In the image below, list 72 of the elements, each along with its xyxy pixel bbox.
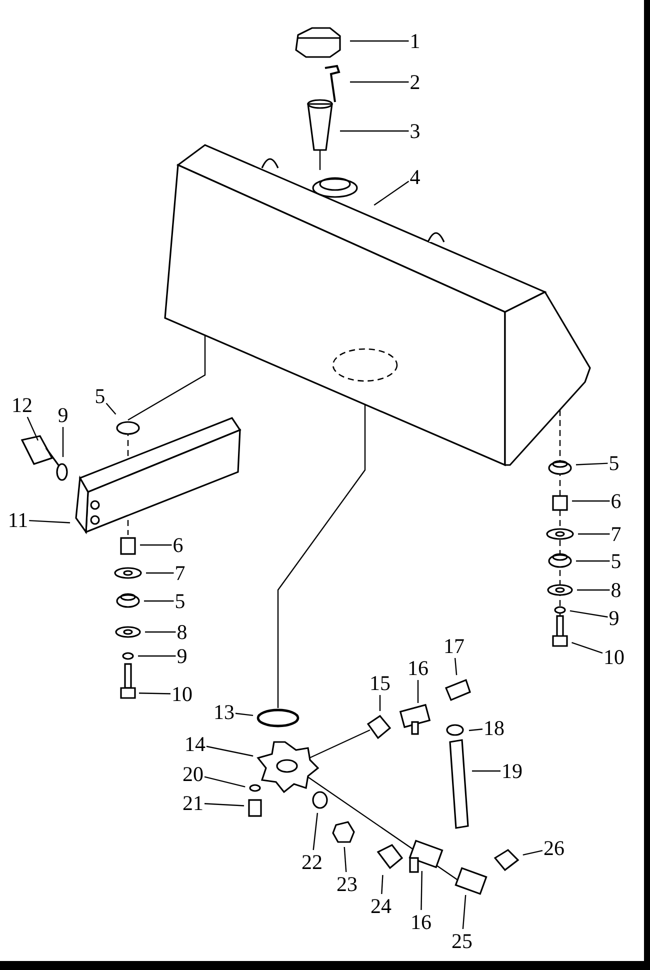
callout-number: 9 [608,607,620,629]
leader-line [462,894,466,930]
leader-line [344,846,347,872]
leader-line [472,770,500,772]
callout-number: 16 [408,657,428,679]
leader-line [144,600,174,602]
leader-line [138,655,176,657]
leader-line [374,180,410,206]
callout-number: 15 [370,672,390,694]
callout-number: 8 [610,579,622,601]
leader-line [350,81,409,83]
callout-number: 4 [410,166,420,188]
callout-number: 3 [410,120,420,142]
leader-line [26,416,38,441]
callout-number: 5 [94,385,106,407]
callout-number: 22 [302,851,322,873]
callout-number: 2 [410,71,420,93]
callout-number: 7 [174,562,186,584]
callout-number: 23 [336,873,358,895]
callout-number: 17 [444,635,464,657]
callout-number: 5 [174,590,186,612]
callout-number: 21 [182,792,204,814]
leader-line [145,631,176,633]
leader-line [204,776,246,788]
callout-number: 24 [370,895,392,917]
leader-line [204,803,244,806]
leader-line [468,728,483,732]
callout-number: 16 [410,911,432,933]
callout-number: 1 [410,30,420,52]
callout-number: 6 [610,490,622,512]
leader-line [140,544,172,546]
callout-number: 8 [176,621,188,643]
leader-line [350,40,409,42]
callout-number: 20 [182,763,204,785]
leader-line [206,746,254,757]
callout-number: 13 [214,701,234,723]
callout-number: 5 [610,550,622,572]
callout-number: 12 [12,394,32,416]
leader-line [417,680,419,703]
callout-number: 19 [502,760,522,782]
callout-number: 6 [172,534,184,556]
leader-line [106,402,116,415]
leader-line [522,850,543,856]
leader-line [420,870,422,910]
leader-line [578,533,610,535]
leader-line [379,695,381,711]
callout-number: 5 [608,452,620,474]
callout-number: 25 [452,930,472,952]
leader-line [454,658,458,676]
leader-line [340,130,409,132]
leader-line [572,642,603,654]
callout-number: 11 [8,509,28,531]
callout-number: 18 [484,717,504,739]
leader-line [62,427,64,457]
leader-line [381,874,384,894]
callout-number: 9 [58,404,68,426]
leader-line [576,560,610,562]
leader-line [572,500,610,502]
leader-line [312,812,318,850]
leader-line [29,520,70,524]
callout-number: 10 [604,646,624,668]
leader-line [235,712,254,716]
leader-line [138,692,171,694]
leader-line [146,572,174,574]
callout-number: 26 [544,837,564,859]
leader-line [577,589,610,591]
callout-number: 14 [184,733,206,755]
callout-number: 7 [610,523,622,545]
callout-number: 9 [176,645,188,667]
callout-number: 10 [172,683,192,705]
leader-line [570,610,608,618]
leader-line [576,462,608,466]
